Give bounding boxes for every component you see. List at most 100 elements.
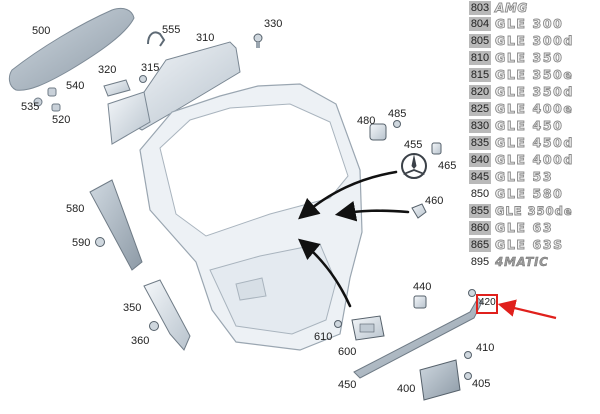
callout-455: 455: [404, 139, 423, 151]
assembly-arrows: [298, 170, 410, 308]
legend-badge: GLE 350d: [495, 84, 574, 99]
callout-480: 480: [357, 115, 376, 127]
legend-code: 804: [469, 17, 491, 31]
legend-row-855: 855 GLE 350de: [469, 203, 573, 219]
legend-badge: GLE 300d: [495, 33, 574, 48]
callout-405: 405: [472, 378, 491, 390]
legend-badge: GLE 350: [495, 50, 564, 65]
legend-code: 825: [469, 102, 491, 116]
legend-badge: GLE 300: [495, 16, 564, 31]
legend-code: 855: [469, 204, 491, 218]
callout-520: 520: [52, 114, 71, 126]
part-310-lower-trim: [107, 91, 151, 145]
highlight-420: [476, 294, 557, 320]
legend-row-835: 835 GLE 450d: [469, 135, 574, 151]
legend-row-850: 850 GLE 580: [469, 186, 563, 202]
part-330-stud: [253, 33, 263, 48]
callout-465: 465: [438, 160, 457, 172]
legend-row-860: 860 GLE 63: [469, 220, 553, 236]
callout-610: 610: [314, 331, 333, 343]
callout-320: 320: [98, 64, 117, 76]
callout-310: 310: [196, 32, 215, 44]
part-420-clip: [468, 289, 476, 297]
callout-350: 350: [123, 302, 142, 314]
legend-badge: GLE 400e: [495, 101, 574, 116]
legend-row-804: 804 GLE 300: [469, 16, 563, 32]
legend-code: 845: [469, 170, 491, 184]
legend-row-865: 865 GLE 63S: [469, 237, 564, 253]
part-465-housing: [431, 142, 442, 155]
callout-590: 590: [72, 237, 91, 249]
part-480-lock: [369, 123, 387, 141]
callout-400: 400: [397, 383, 416, 395]
part-555-bracket: [147, 31, 166, 47]
legend-code: 830: [469, 119, 491, 133]
callout-315: 315: [141, 62, 160, 74]
legend-row-840: 840 GLE 400d: [469, 152, 574, 168]
part-535-clip: [33, 97, 43, 107]
legend-row-820: 820 GLE 350d: [469, 84, 574, 100]
part-485-screw: [393, 120, 401, 128]
legend-code: 820: [469, 85, 491, 99]
legend-badge: GLE 63S: [495, 237, 564, 252]
legend-row-830: 830 GLE 450: [469, 118, 563, 134]
callout-450: 450: [338, 379, 357, 391]
legend-badge: GLE 350e: [495, 67, 574, 82]
legend-code: 860: [469, 221, 491, 235]
callout-540: 540: [66, 80, 85, 92]
callout-360: 360: [131, 335, 150, 347]
part-460-clip: [411, 203, 427, 219]
callout-460: 460: [425, 195, 444, 207]
legend-badge: GLE 450d: [495, 135, 574, 150]
legend-badge: GLE 350de: [495, 204, 573, 219]
legend-row-815: 815 GLE 350e: [469, 67, 574, 83]
part-320-handle: [103, 79, 131, 97]
part-520-clip: [51, 103, 61, 112]
legend-code: 805: [469, 34, 491, 48]
part-350-bracket: [143, 279, 191, 351]
legend-badge: GLE 580: [495, 186, 564, 201]
callout-410: 410: [476, 342, 495, 354]
legend-row-895: 895 4MATIC: [469, 254, 549, 270]
legend-row-845: 845 GLE 53: [469, 169, 553, 185]
part-610-screw: [334, 320, 342, 328]
part-410-screw: [464, 351, 472, 359]
legend-row-825: 825 GLE 400e: [469, 101, 574, 117]
callout-555: 555: [162, 24, 181, 36]
legend-code: 803: [469, 1, 491, 15]
legend-row-803: 803 AMG: [469, 0, 528, 16]
callout-420: 420: [479, 297, 496, 308]
part-600-handle-module: [351, 315, 385, 341]
callout-500: 500: [32, 25, 51, 37]
part-500-spoiler: [8, 7, 135, 91]
legend-badge: GLE 400d: [495, 152, 574, 167]
part-455-star-emblem: [401, 153, 427, 179]
callout-440: 440: [413, 281, 432, 293]
part-440-bracket: [413, 295, 427, 309]
callout-580: 580: [66, 203, 85, 215]
legend-badge: GLE 53: [495, 169, 554, 184]
legend-code: 850: [470, 188, 490, 200]
legend-code: 895: [470, 256, 490, 268]
legend-code: 810: [469, 51, 491, 65]
legend-code: 815: [469, 68, 491, 82]
legend-badge: GLE 63: [495, 220, 554, 235]
callout-535: 535: [21, 101, 40, 113]
part-590-clip: [95, 237, 105, 247]
legend-code: 835: [469, 136, 491, 150]
callout-330: 330: [264, 18, 283, 30]
part-540-clip: [47, 87, 57, 97]
legend-badge: GLE 450: [495, 118, 564, 133]
part-315-clip: [139, 75, 147, 83]
part-405-screw: [464, 372, 472, 380]
callout-485: 485: [388, 108, 407, 120]
legend-code: 840: [469, 153, 491, 167]
part-450-trim-strip: [353, 297, 483, 379]
legend-badge: AMG: [495, 1, 528, 16]
legend-row-805: 805 GLE 300d: [469, 33, 574, 49]
part-400-plate-panel: [419, 359, 461, 401]
part-580-trim: [89, 179, 143, 271]
legend-row-810: 810 GLE 350: [469, 50, 563, 66]
callout-600: 600: [338, 346, 357, 358]
